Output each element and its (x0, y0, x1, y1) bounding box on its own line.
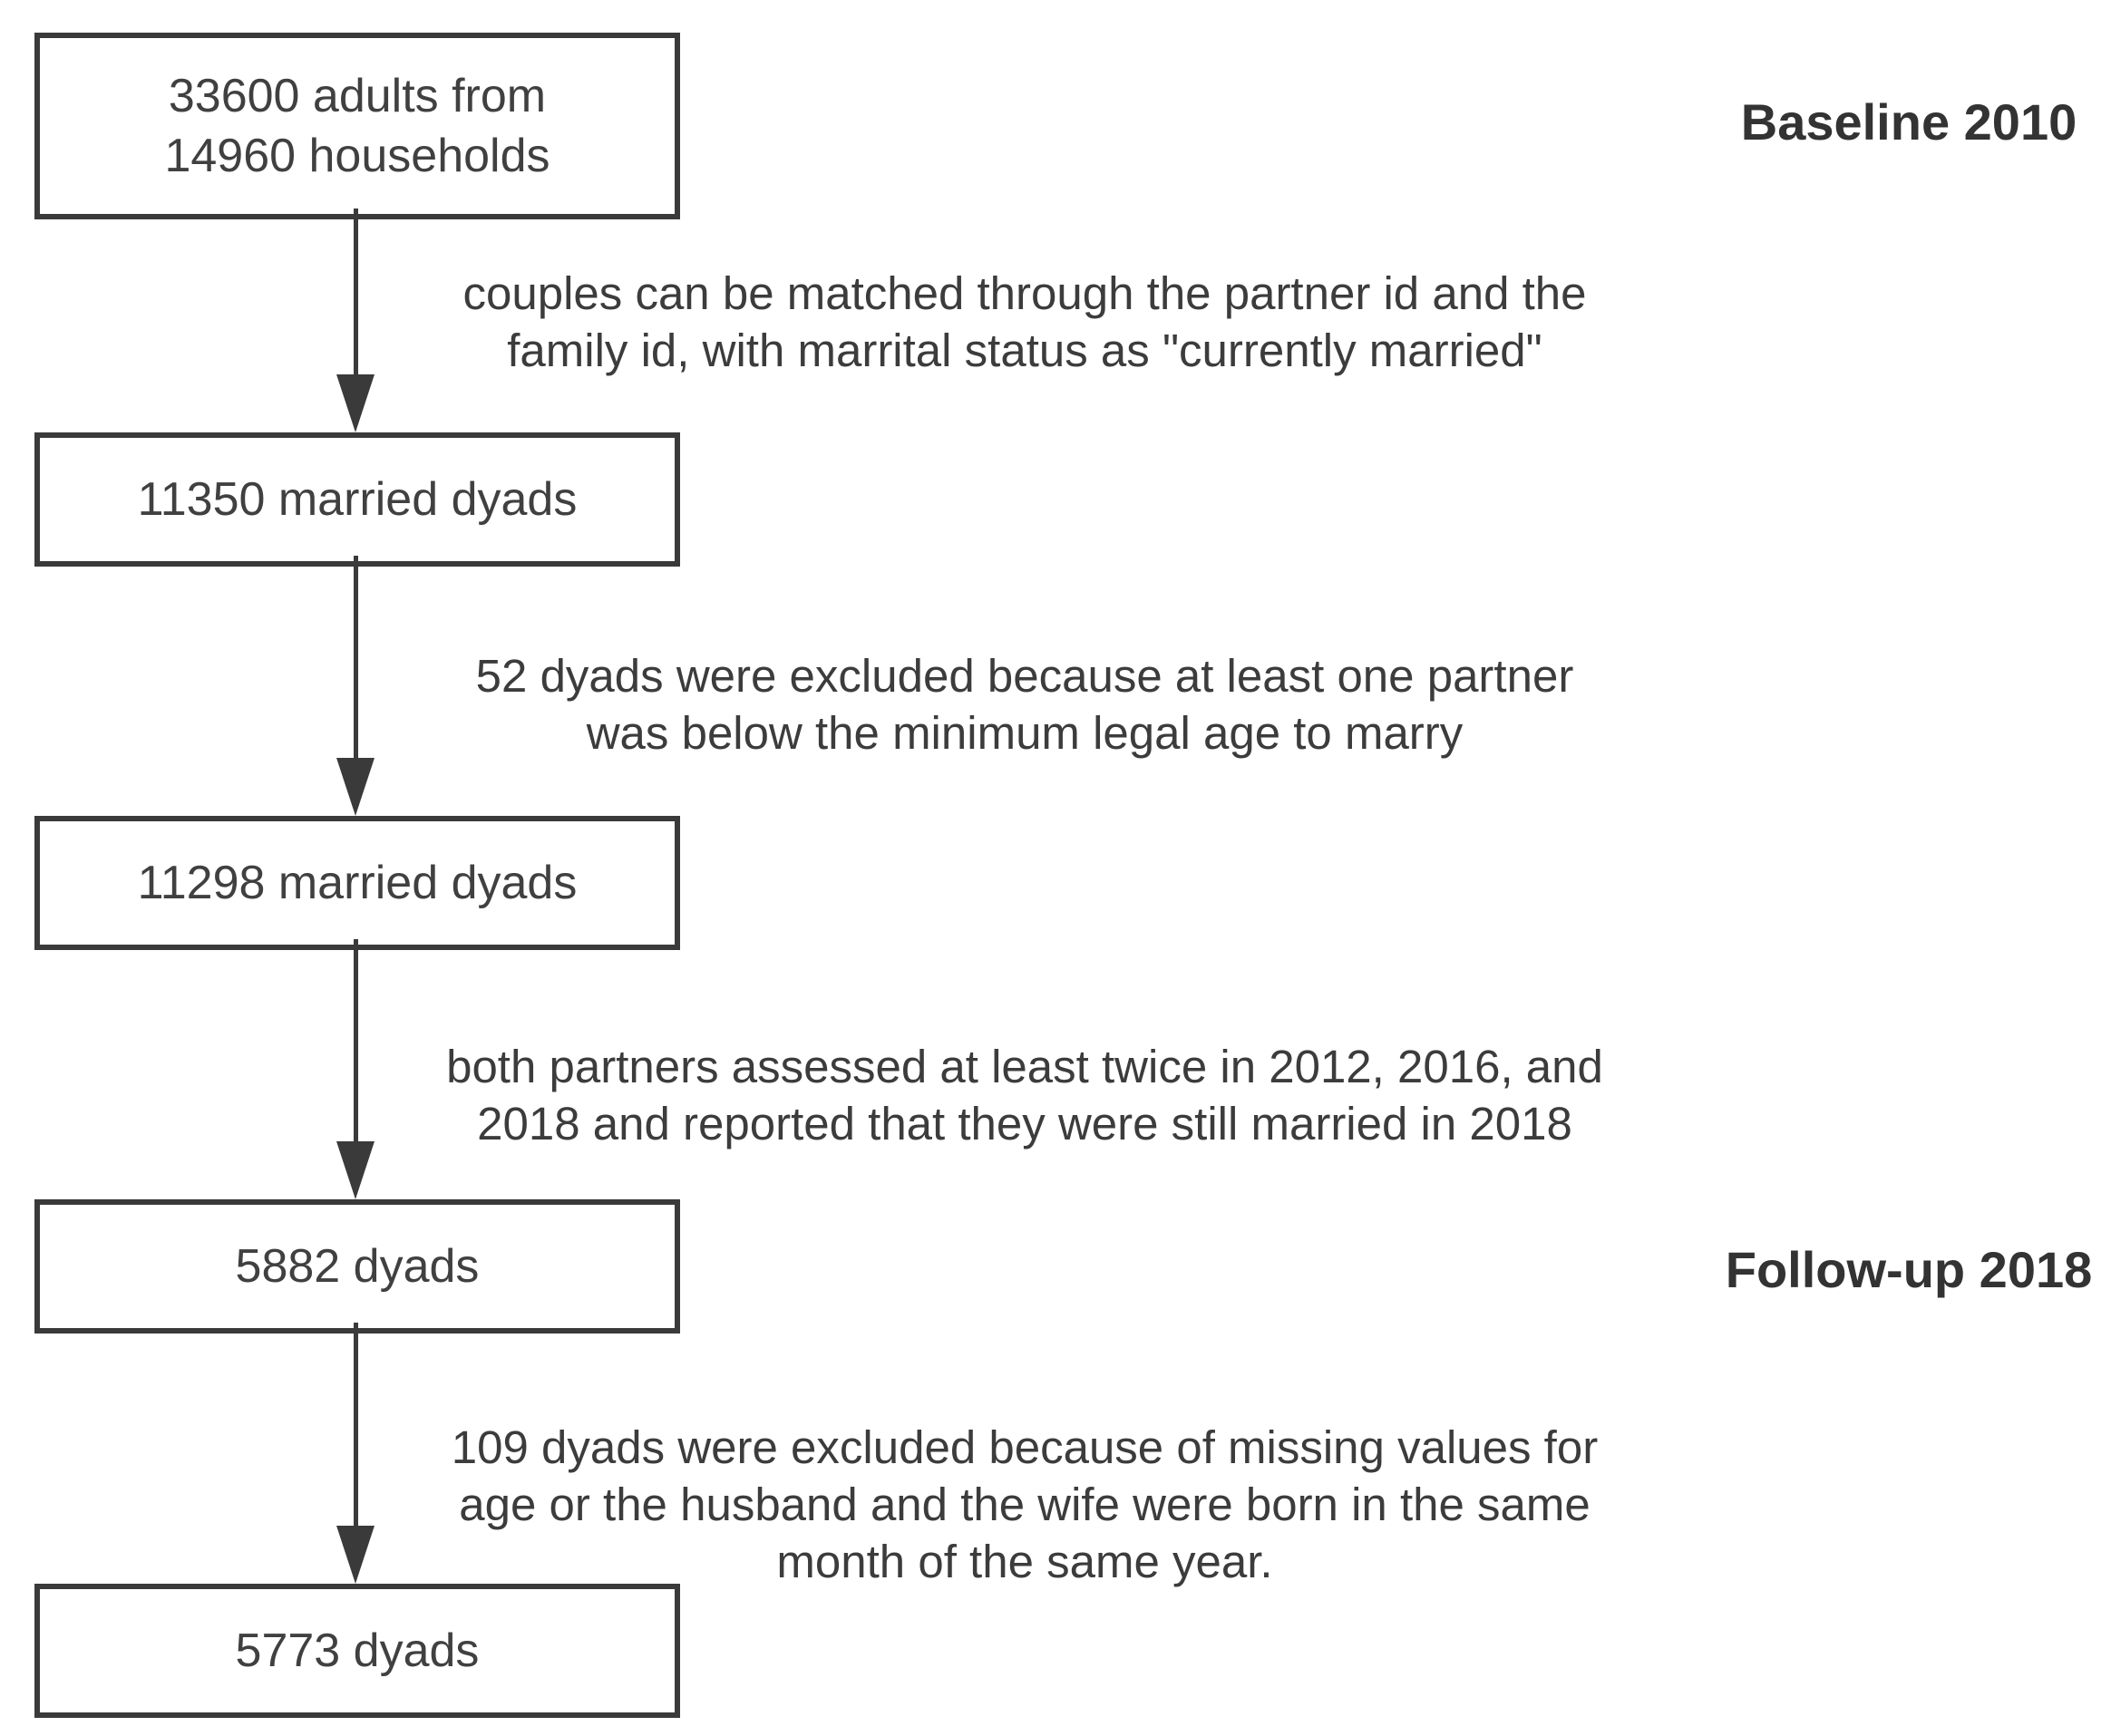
phase-label-followup: Follow-up 2018 (1725, 1241, 2093, 1298)
note-line: 52 dyads were excluded because at least … (475, 650, 1574, 702)
note-line: age or the husband and the wife were bor… (459, 1479, 1591, 1530)
note-line: couples can be matched through the partn… (462, 267, 1587, 319)
phase-label-baseline: Baseline 2010 (1740, 93, 2077, 150)
note-line: was below the minimum legal age to marry (586, 707, 1464, 759)
box-label-line: 11298 married dyads (137, 857, 578, 909)
arrowhead-icon (336, 758, 375, 816)
box-label-line: 5882 dyads (235, 1240, 480, 1293)
arrow-line (353, 556, 358, 758)
arrowhead-icon (336, 374, 375, 432)
arrow-note-missing-values: 109 dyads were excluded because of missi… (299, 1419, 1750, 1590)
flow-box-baseline-sample: 33600 adults from 14960 households (34, 33, 680, 219)
note-line: family id, with marrital status as "curr… (507, 325, 1542, 376)
down-arrow (336, 1323, 375, 1584)
down-arrow (336, 556, 375, 816)
arrow-note-matching: couples can be matched through the partn… (299, 265, 1750, 379)
down-arrow (336, 209, 375, 432)
note-line: month of the same year. (776, 1536, 1273, 1587)
note-line: 109 dyads were excluded because of missi… (451, 1421, 1599, 1473)
box-label: 5773 dyads (236, 1621, 480, 1681)
box-label-line: 33600 adults from (168, 70, 547, 122)
box-label-line: 11350 married dyads (137, 473, 578, 526)
arrowhead-icon (336, 1141, 375, 1199)
flow-box-married-dyads-filtered: 11298 married dyads (34, 816, 680, 950)
flow-box-final-dyads: 5773 dyads (34, 1584, 680, 1718)
box-label: 33600 adults from 14960 households (164, 66, 550, 186)
flow-box-followup-dyads: 5882 dyads (34, 1199, 680, 1334)
arrow-line (353, 939, 358, 1141)
box-label: 11350 married dyads (138, 470, 578, 529)
note-line: 2018 and reported that they were still m… (477, 1098, 1572, 1149)
box-label-line: 14960 households (164, 130, 550, 182)
flow-box-married-dyads-initial: 11350 married dyads (34, 432, 680, 567)
box-label: 5882 dyads (236, 1237, 480, 1296)
arrow-note-age-exclusion: 52 dyads were excluded because at least … (299, 647, 1750, 761)
note-line: both partners assessed at least twice in… (446, 1041, 1603, 1092)
arrowhead-icon (336, 1526, 375, 1584)
arrow-line (353, 1323, 358, 1526)
box-label: 11298 married dyads (138, 853, 578, 913)
down-arrow (336, 939, 375, 1199)
box-label-line: 5773 dyads (235, 1624, 480, 1677)
arrow-line (353, 209, 358, 374)
arrow-note-followup-criteria: both partners assessed at least twice in… (299, 1038, 1750, 1152)
